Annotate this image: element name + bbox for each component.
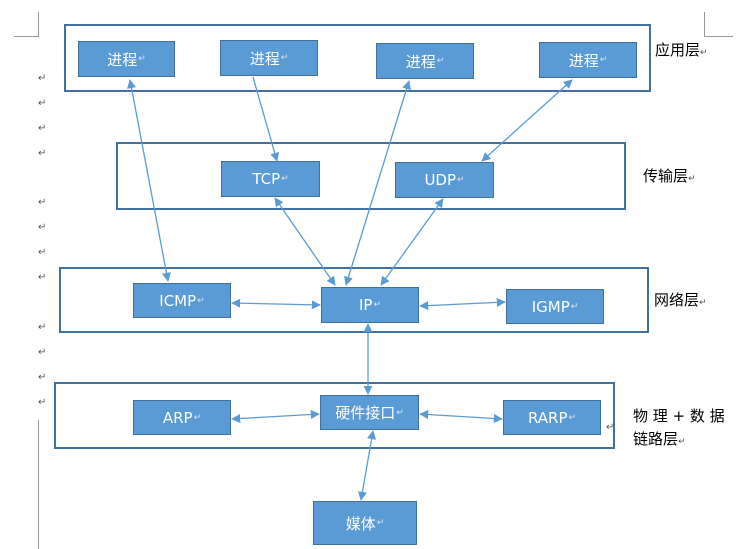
rarp-box[interactable]: RARP↵	[503, 400, 601, 435]
page-margin-line	[14, 420, 39, 549]
paragraph-mark: ↵	[38, 272, 47, 283]
paragraph-mark: ↵	[38, 148, 47, 159]
media-label: 媒体	[345, 514, 376, 533]
arrow-process3-ip	[344, 80, 411, 286]
paragraph-mark: ↵	[606, 422, 615, 433]
paragraph-mark: ↵	[38, 222, 47, 233]
arrow-hardware-media	[357, 430, 377, 501]
paragraph-mark: ↵	[281, 174, 289, 184]
tcp-box[interactable]: TCP↵	[221, 161, 320, 197]
paragraph-mark: ↵	[38, 372, 47, 383]
paragraph-mark: ↵	[38, 73, 47, 84]
paragraph-mark: ↵	[197, 295, 205, 306]
arrow-ip-igmp	[419, 297, 506, 311]
tcp-label: TCP	[252, 170, 281, 188]
process-label: 进程	[568, 51, 599, 70]
paragraph-mark: ↵	[193, 412, 202, 423]
paragraph-mark: ↵	[38, 322, 47, 333]
udp-box[interactable]: UDP↵	[395, 162, 494, 198]
paragraph-mark: ↵	[570, 301, 579, 312]
process-box-1[interactable]: 进程↵	[78, 41, 175, 77]
paragraph-mark: ↵	[373, 300, 382, 310]
rarp-label: RARP	[527, 408, 568, 427]
page-corner-mark	[14, 12, 39, 37]
paragraph-mark: ↵	[38, 247, 47, 258]
arrow-icmp-ip	[231, 298, 321, 310]
link-layer-label-line1: 物 理 + 数 据	[633, 407, 725, 425]
arrow-process2-tcp	[252, 76, 280, 162]
media-box[interactable]: 媒体↵	[313, 501, 417, 545]
paragraph-mark: ↵	[38, 397, 47, 408]
paragraph-mark: ↵	[436, 56, 445, 66]
link-layer-label-line2: 链路层↵	[633, 430, 686, 448]
udp-label: UDP	[424, 171, 457, 189]
process-box-4[interactable]: 进程↵	[539, 42, 637, 78]
icmp-box[interactable]: ICMP↵	[133, 283, 231, 318]
arp-box[interactable]: ARP↵	[133, 400, 231, 435]
paragraph-mark: ↵	[376, 518, 385, 528]
paragraph-mark: ↵	[568, 412, 577, 423]
ip-box[interactable]: IP↵	[321, 287, 419, 323]
arp-label: ARP	[162, 408, 193, 427]
page-corner-mark	[704, 12, 733, 37]
transport-layer-label: 传输层↵	[643, 167, 696, 185]
process-label: 进程	[107, 50, 138, 69]
paragraph-mark: ↵	[38, 123, 47, 134]
igmp-box[interactable]: IGMP↵	[506, 289, 604, 324]
paragraph-mark: ↵	[280, 53, 289, 63]
process-label: 进程	[405, 52, 436, 71]
paragraph-mark: ↵	[457, 175, 465, 185]
process-label: 进程	[249, 49, 280, 68]
arrow-hardware-rarp	[419, 409, 503, 424]
paragraph-mark: ↵	[396, 407, 404, 418]
icmp-label: ICMP	[159, 291, 197, 310]
paragraph-mark: ↵	[599, 55, 608, 65]
arrow-udp-ip	[380, 198, 444, 286]
process-box-3[interactable]: 进程↵	[376, 43, 474, 79]
arrow-tcp-ip	[274, 197, 336, 286]
paragraph-mark: ↵	[38, 197, 47, 208]
process-box-2[interactable]: 进程↵	[220, 40, 318, 76]
hardware-interface-label: 硬件接口	[335, 404, 396, 422]
application-layer-label: 应用层↵	[655, 41, 708, 59]
paragraph-mark: ↵	[138, 54, 146, 64]
network-layer-label: 网络层↵	[654, 291, 707, 309]
arrow-process1-icmp	[127, 79, 171, 282]
igmp-label: IGMP	[531, 297, 570, 316]
hardware-interface-box[interactable]: 硬件接口↵	[320, 395, 419, 430]
arrow-process4-udp	[481, 79, 573, 162]
ip-label: IP	[358, 296, 373, 314]
paragraph-mark: ↵	[38, 98, 47, 109]
arrow-arp-hardware	[231, 409, 320, 424]
paragraph-mark: ↵	[38, 347, 47, 358]
